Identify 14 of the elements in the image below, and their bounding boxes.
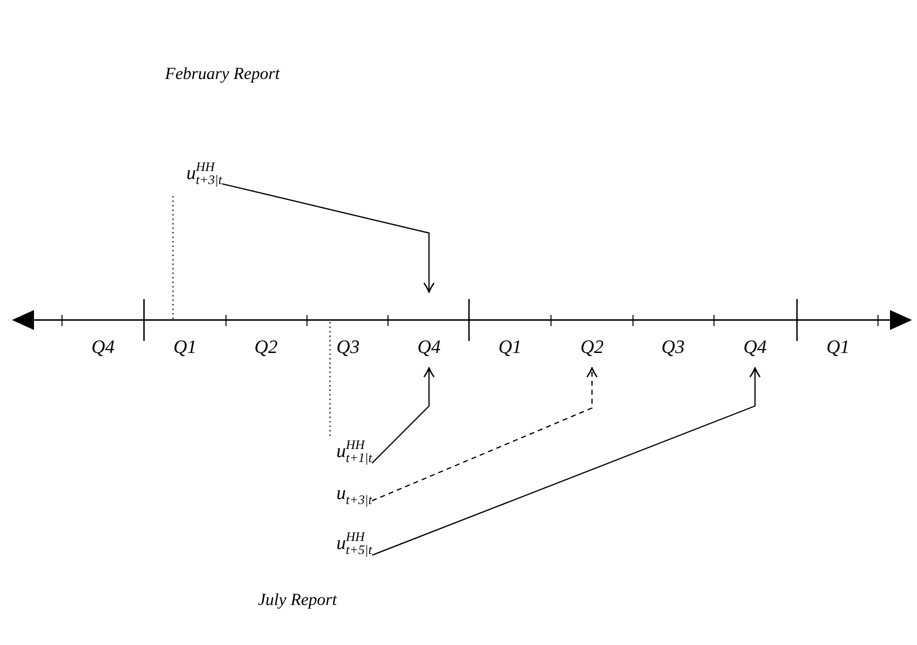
quarter-label: Q3	[336, 338, 360, 357]
leader-line	[172, 196, 174, 320]
quarter-label: Q2	[254, 338, 278, 357]
quarter-label: Q1	[826, 338, 850, 357]
quarter-label: Q4	[743, 338, 767, 357]
quarter-label: Q4	[91, 338, 115, 357]
forecast-label: u$_{t+3|t}$	[336, 484, 372, 506]
quarter-label: Q1	[173, 338, 197, 357]
quarter-label: Q3	[661, 338, 685, 357]
report-label: February Report	[165, 64, 280, 84]
report-label: July Report	[258, 590, 337, 610]
quarter-label: Q2	[580, 338, 604, 357]
quarter-label: Q4	[417, 338, 441, 357]
quarter-label: Q1	[498, 338, 522, 357]
